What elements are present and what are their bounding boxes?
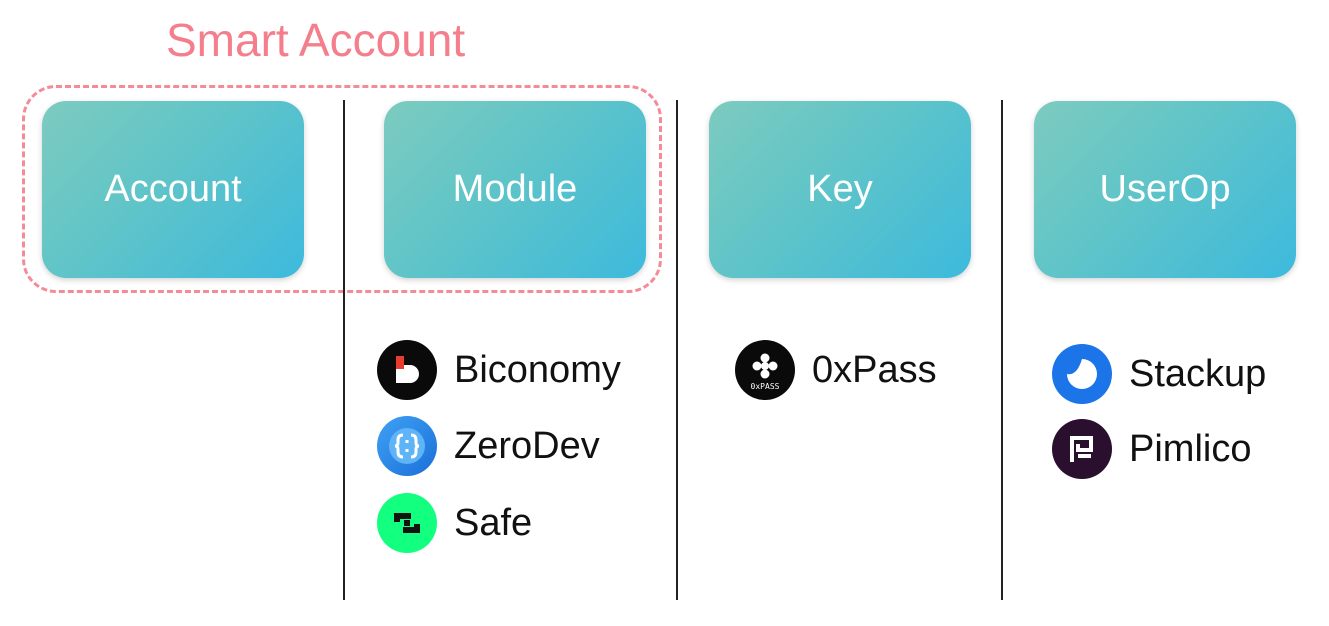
provider-label: Safe [454, 502, 533, 544]
provider-zerodev: ZeroDev [377, 416, 600, 476]
provider-stackup: Stackup [1052, 344, 1266, 404]
provider-label: Stackup [1129, 353, 1267, 395]
provider-pimlico: Pimlico [1052, 419, 1251, 479]
provider-safe: Safe [377, 493, 532, 553]
0xpass-icon-text: 0xPASS [751, 382, 780, 391]
provider-label: Pimlico [1129, 428, 1252, 470]
module-box: Module [384, 101, 646, 278]
column-divider-1 [343, 100, 345, 600]
biconomy-icon [377, 340, 437, 400]
provider-label: ZeroDev [454, 425, 600, 467]
account-box: Account [42, 101, 304, 278]
smart-account-title: Smart Account [166, 14, 466, 66]
provider-0xpass: 0xPASS 0xPass [735, 340, 937, 400]
provider-label: Biconomy [454, 349, 621, 391]
zerodev-icon [377, 416, 437, 476]
key-box: Key [709, 101, 971, 278]
column-divider-3 [1001, 100, 1003, 600]
userop-box: UserOp [1034, 101, 1296, 278]
smart-account-group-outline [22, 85, 662, 293]
stackup-icon [1052, 344, 1112, 404]
column-divider-2 [676, 100, 678, 600]
safe-icon [377, 493, 437, 553]
provider-label: 0xPass [812, 349, 937, 391]
pimlico-icon [1052, 419, 1112, 479]
0xpass-icon: 0xPASS [735, 340, 795, 400]
provider-biconomy: Biconomy [377, 340, 621, 400]
